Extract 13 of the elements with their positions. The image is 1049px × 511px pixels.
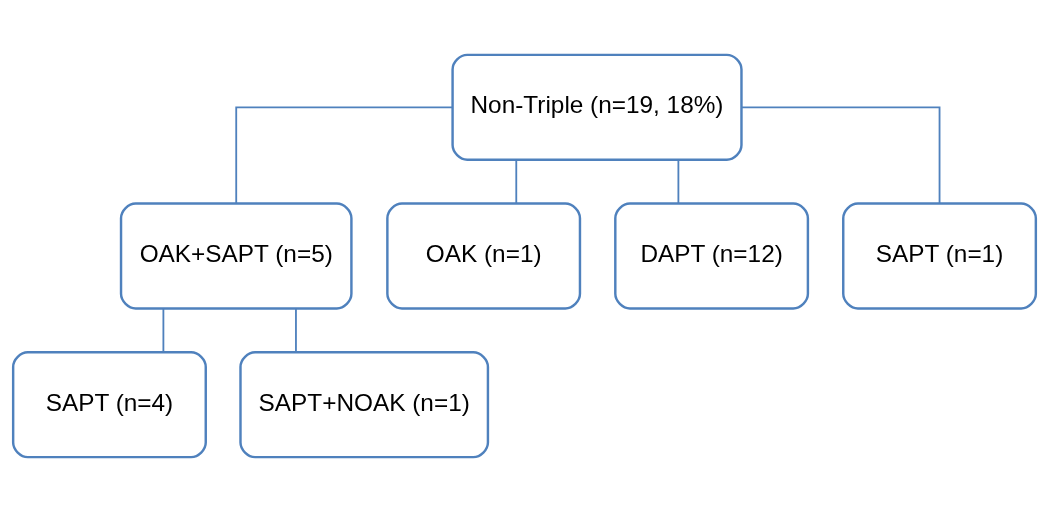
node-box: OAK (n=1) xyxy=(386,201,582,310)
node-box: SAPT (n=1) xyxy=(842,201,1038,310)
node-box: SAPT (n=4) xyxy=(11,350,207,458)
connector xyxy=(515,158,518,204)
connector xyxy=(677,158,680,204)
node-box: Non-Triple (n=19, 18%) xyxy=(451,53,743,161)
node-box: DAPT (n=12) xyxy=(614,201,810,310)
connector xyxy=(235,105,454,204)
node-box: SAPT+NOAK (n=1) xyxy=(239,350,490,458)
connector xyxy=(162,307,165,353)
connector xyxy=(740,105,941,204)
node-box: OAK+SAPT (n=5) xyxy=(119,201,353,310)
connector xyxy=(295,307,297,353)
